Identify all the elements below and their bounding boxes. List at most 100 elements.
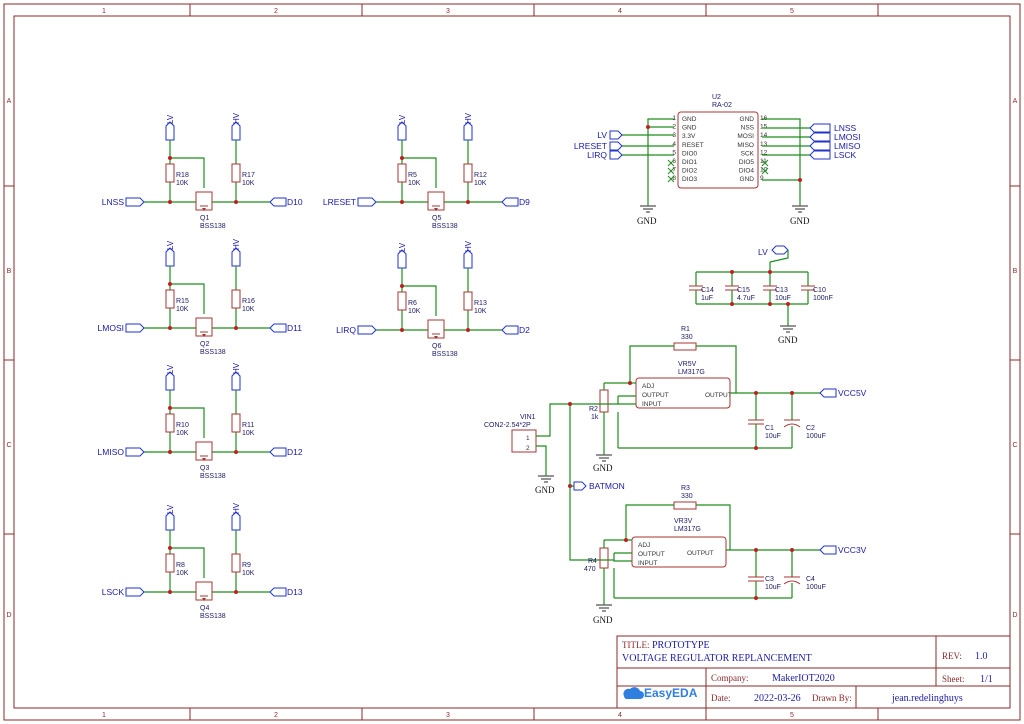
vr5-ref: VR5V bbox=[678, 361, 697, 368]
svg-text:ADJ: ADJ bbox=[642, 383, 654, 390]
net-port bbox=[501, 325, 519, 335]
net-lreset: LRESET bbox=[574, 141, 607, 151]
u2-pin-number: 13 bbox=[760, 141, 768, 148]
vr5v-regulator[interactable]: R1 330 VR5V LM317G ADJ OUTPUT INPUT OUTP… bbox=[570, 326, 867, 473]
lv-label: LV bbox=[166, 364, 175, 374]
resistor-value: 10K bbox=[242, 570, 255, 577]
net-label-out: D2 bbox=[519, 325, 530, 335]
capacitor-value: 100nF bbox=[813, 295, 833, 302]
resistor bbox=[165, 163, 175, 183]
u2-pin-number: 2 bbox=[672, 124, 676, 131]
u2-pin-number: 9 bbox=[760, 175, 764, 182]
lv-flag bbox=[397, 249, 407, 269]
net-label-in: LMISO bbox=[98, 447, 125, 457]
u2-pin-name: DIO3 bbox=[682, 176, 698, 183]
column-label: 2 bbox=[274, 712, 278, 719]
mosfet bbox=[427, 319, 445, 339]
hv-label: HV bbox=[232, 238, 241, 250]
net-label-out: D9 bbox=[519, 197, 530, 207]
net-lsck: LSCK bbox=[834, 150, 857, 160]
net-port bbox=[269, 447, 287, 457]
vin-part: CON2-2.54*2P bbox=[484, 422, 531, 429]
c4-ref: C4 bbox=[806, 576, 815, 583]
resistor-ref: R10 bbox=[176, 422, 189, 429]
resistor-ref: R18 bbox=[176, 172, 189, 179]
column-label: 5 bbox=[790, 8, 794, 15]
net-port bbox=[357, 325, 377, 335]
column-label: 1 bbox=[102, 712, 106, 719]
resistor-ref: R5 bbox=[408, 172, 417, 179]
u2-ra02-module[interactable]: U2 RA-02 GND1GND23.3V3RESET4DIO05DIO16DI… bbox=[622, 94, 810, 206]
resistor bbox=[165, 553, 175, 573]
hv-label: HV bbox=[232, 502, 241, 514]
resistor-ref: R15 bbox=[176, 298, 189, 305]
capacitor-ref: C13 bbox=[775, 287, 788, 294]
resistor-value: 10K bbox=[176, 180, 189, 187]
vin-connector[interactable]: VIN1 CON2-2.54*2P 12 GND BATMON bbox=[484, 402, 625, 561]
u2-pin-name: DIO4 bbox=[739, 168, 755, 175]
mosfet-ref: Q6 bbox=[432, 343, 441, 350]
r2-ref: R2 bbox=[589, 406, 598, 413]
net-label-in: LMOSI bbox=[98, 323, 124, 333]
resistor-ref: R17 bbox=[242, 172, 255, 179]
net-vcc5v: VCC5V bbox=[838, 388, 867, 398]
u2-pin-name: DIO2 bbox=[682, 168, 698, 175]
hv-label: HV bbox=[232, 362, 241, 374]
row-label: B bbox=[1013, 268, 1018, 275]
svg-text:GND: GND bbox=[535, 485, 555, 495]
net-port bbox=[125, 323, 145, 333]
mosfet-ref: Q1 bbox=[200, 215, 209, 222]
lv-flag bbox=[165, 371, 175, 391]
row-label: A bbox=[1013, 98, 1018, 105]
r2-val: 1k bbox=[591, 414, 599, 421]
svg-text:INPUT: INPUT bbox=[642, 401, 662, 408]
svg-text:GND: GND bbox=[593, 615, 613, 625]
r4-ref: R4 bbox=[588, 558, 597, 565]
mosfet-ref: Q5 bbox=[432, 215, 441, 222]
r1-ref: R1 bbox=[681, 326, 690, 333]
resistor bbox=[397, 163, 407, 183]
company-value: MakerIOT2020 bbox=[772, 673, 835, 684]
title-line-2: VOLTAGE REGULATOR REPLANCEMENT bbox=[622, 653, 812, 664]
hv-flag bbox=[463, 249, 473, 269]
svg-text:OUTPUT: OUTPUT bbox=[687, 550, 714, 557]
net-port bbox=[125, 587, 145, 597]
u2-pin-name: DIO1 bbox=[682, 159, 698, 166]
resistor-ref: R9 bbox=[242, 562, 251, 569]
resistor-value: 10K bbox=[176, 306, 189, 313]
u2-pin-number: 1 bbox=[672, 115, 676, 122]
r4-val: 470 bbox=[584, 566, 596, 573]
row-label: C bbox=[6, 442, 11, 449]
net-label-out: D11 bbox=[287, 323, 302, 333]
hv-flag bbox=[231, 511, 241, 531]
u2-pin-name: GND bbox=[682, 116, 697, 123]
vr3v-regulator[interactable]: R3 330 VR3V LM317G ADJ OUTPUT INPUT OUTP… bbox=[584, 485, 867, 625]
net-label-in: LIRQ bbox=[336, 325, 356, 335]
row-label: D bbox=[1012, 612, 1017, 619]
c4-val: 100uF bbox=[806, 584, 826, 591]
resistor-value: 10K bbox=[408, 180, 421, 187]
u2-pin-name: MISO bbox=[737, 142, 754, 149]
svg-text:GND: GND bbox=[593, 463, 613, 473]
net-port bbox=[269, 587, 287, 597]
vr3-part: LM317G bbox=[674, 526, 701, 533]
title-block: TITLE: PROTOTYPE VOLTAGE REGULATOR REPLA… bbox=[616, 635, 1011, 709]
u2-pin-number: 4 bbox=[672, 141, 676, 148]
u2-pin-number: 3 bbox=[672, 132, 676, 139]
capacitor-ref: C10 bbox=[813, 287, 826, 294]
date-label: Date: bbox=[711, 693, 731, 703]
mosfet bbox=[195, 441, 213, 461]
lv-label: LV bbox=[398, 114, 407, 124]
